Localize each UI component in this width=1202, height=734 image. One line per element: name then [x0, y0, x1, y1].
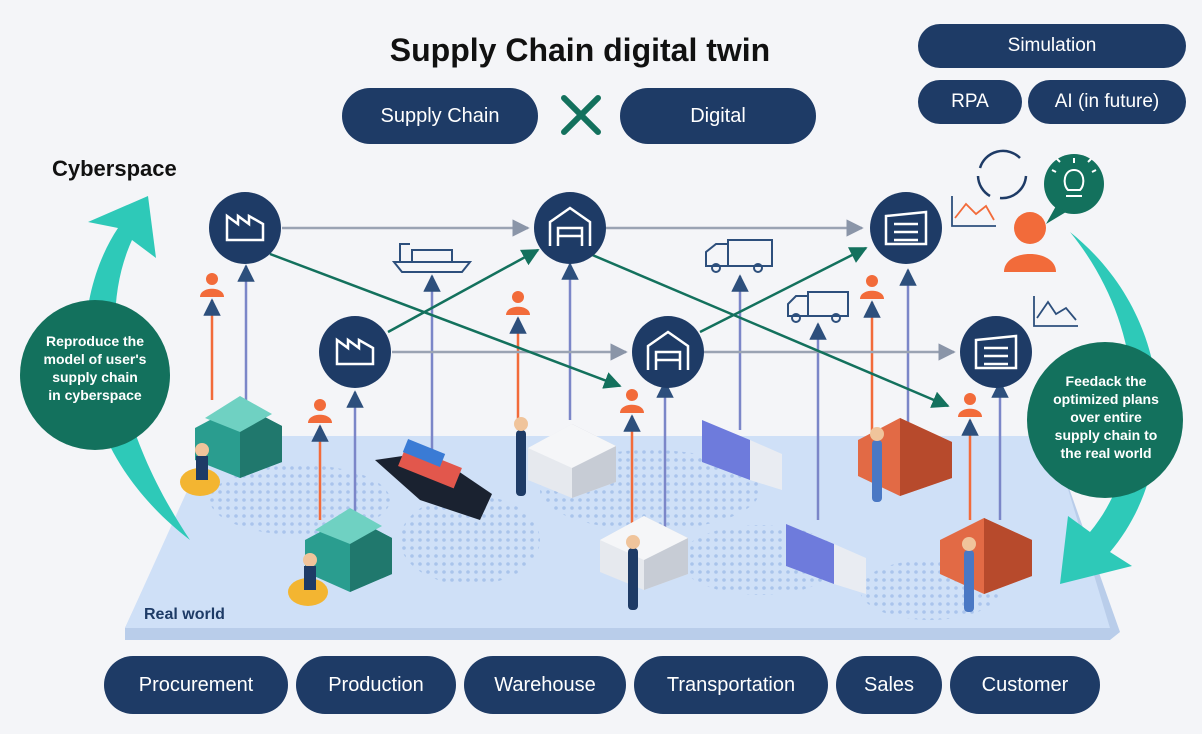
store-icon	[884, 210, 928, 246]
left-note-line: supply chain	[52, 369, 138, 385]
diagram-title: Supply Chain digital twin	[389, 32, 771, 68]
cycle-icon	[976, 149, 1028, 200]
left-note-line: model of user's	[43, 351, 147, 367]
network-nodes	[209, 192, 1032, 388]
real-world-label: Real world	[144, 606, 225, 623]
node-glyphs	[225, 206, 1018, 370]
left-note: Reproduce the model of user's supply cha…	[30, 332, 160, 404]
person-icon	[506, 291, 530, 315]
store-icon	[974, 334, 1018, 370]
factory-icon	[225, 213, 265, 242]
warehouse-icon	[646, 330, 690, 370]
stage-customer: Customer	[950, 656, 1100, 714]
person-icon	[308, 399, 332, 423]
right-feedback-arrow	[1060, 232, 1159, 584]
lightbulb-icon	[1044, 154, 1104, 224]
reproduce-bubble	[20, 300, 170, 450]
container-ship	[375, 439, 492, 520]
stage-sales: Sales	[836, 656, 942, 714]
store-node-1	[870, 192, 942, 264]
store-node-2	[960, 316, 1032, 388]
truck-icon	[787, 291, 849, 323]
factory-building	[305, 508, 392, 592]
person-icon	[200, 273, 224, 297]
factory-building	[195, 396, 282, 478]
store-building	[940, 518, 1032, 594]
left-feedback-arrow	[85, 196, 190, 540]
stage-production: Production	[296, 656, 456, 714]
stage-warehouse: Warehouse	[464, 656, 626, 714]
right-note-line: Feedack the	[1065, 373, 1147, 389]
warehouse-icon	[548, 206, 592, 246]
person-icon	[860, 275, 884, 299]
truck-icon	[705, 239, 773, 273]
seated-figures	[180, 443, 328, 606]
horizontal-flows	[282, 219, 956, 361]
rpa-pill: RPA	[918, 80, 1022, 124]
person-icon	[958, 393, 982, 417]
cross-icon	[556, 90, 606, 140]
right-note: Feedack the optimized plans over entire …	[1036, 372, 1176, 462]
worker-figures	[514, 417, 976, 612]
stage-transportation: Transportation	[634, 656, 828, 714]
right-note-line: optimized plans	[1053, 391, 1159, 407]
ai-pill: AI (in future)	[1028, 80, 1186, 124]
ship-icon	[391, 243, 473, 273]
person-markers	[200, 273, 982, 423]
stage-procurement: Procurement	[104, 656, 288, 714]
planner-person-icon	[1004, 212, 1056, 272]
diagonal-flows	[269, 246, 950, 408]
left-note-line: in cyberspace	[48, 387, 142, 403]
line-chart-icon	[951, 196, 996, 227]
warehouse-building	[600, 516, 688, 590]
left-note-line: Reproduce the	[45, 333, 144, 349]
right-note-line: over entire	[1070, 409, 1142, 425]
line-chart-icon	[1033, 296, 1078, 327]
digital-pill: Digital	[620, 88, 816, 144]
factory-icon	[335, 337, 375, 366]
cyberspace-label: Cyberspace	[52, 156, 177, 181]
person-icon	[620, 389, 644, 413]
feedback-bubble	[1027, 342, 1183, 498]
delivery-truck	[702, 420, 782, 490]
supply-chain-pill: Supply Chain	[342, 88, 538, 144]
factory-node-2	[319, 316, 391, 388]
right-note-line: the real world	[1060, 445, 1152, 461]
factory-node-1	[209, 192, 281, 264]
right-note-line: supply chain to	[1054, 427, 1158, 443]
delivery-truck	[786, 524, 866, 594]
simulation-pill: Simulation	[918, 24, 1186, 68]
warehouse-building	[528, 424, 616, 498]
